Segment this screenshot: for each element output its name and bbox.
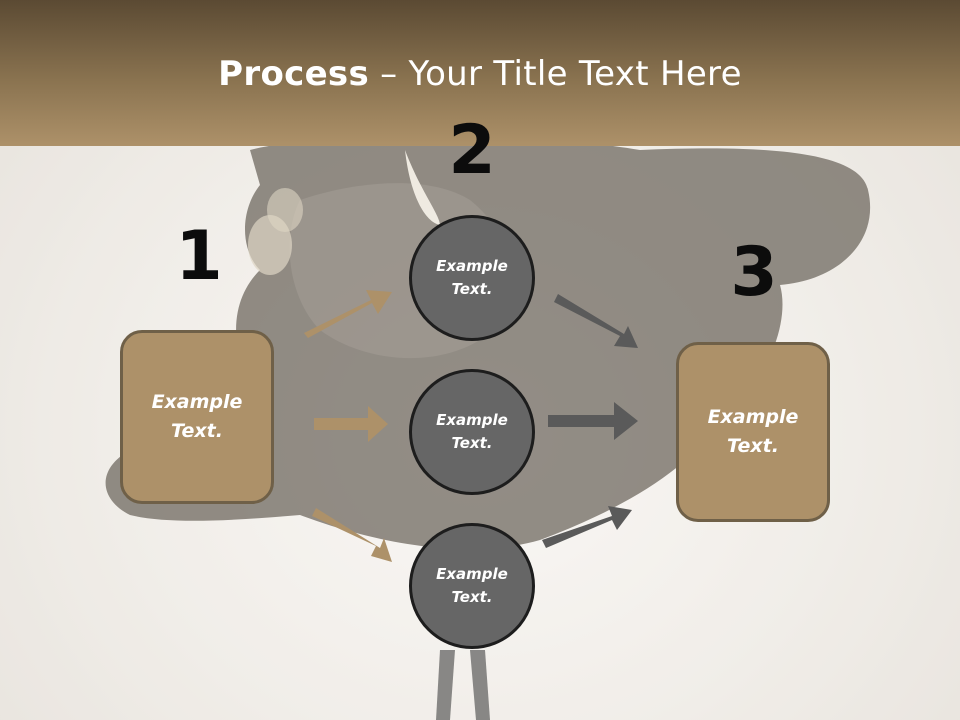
arrow-tan-down xyxy=(312,508,392,562)
slide-title: Process – Your Title Text Here xyxy=(0,52,960,96)
arrow-tan-right xyxy=(314,406,388,442)
step-number-2: 2 xyxy=(448,111,496,190)
step-number-3: 3 xyxy=(730,233,778,312)
arrow-gray-right xyxy=(548,402,638,440)
title-bold: Process xyxy=(218,54,370,94)
step-number-1: 1 xyxy=(175,217,223,296)
arrow-gray-up xyxy=(542,506,632,548)
title-rest: – Your Title Text Here xyxy=(369,54,742,94)
arrow-tan-up xyxy=(304,290,392,338)
title-bar xyxy=(0,0,960,146)
arrow-gray-down xyxy=(554,294,638,348)
